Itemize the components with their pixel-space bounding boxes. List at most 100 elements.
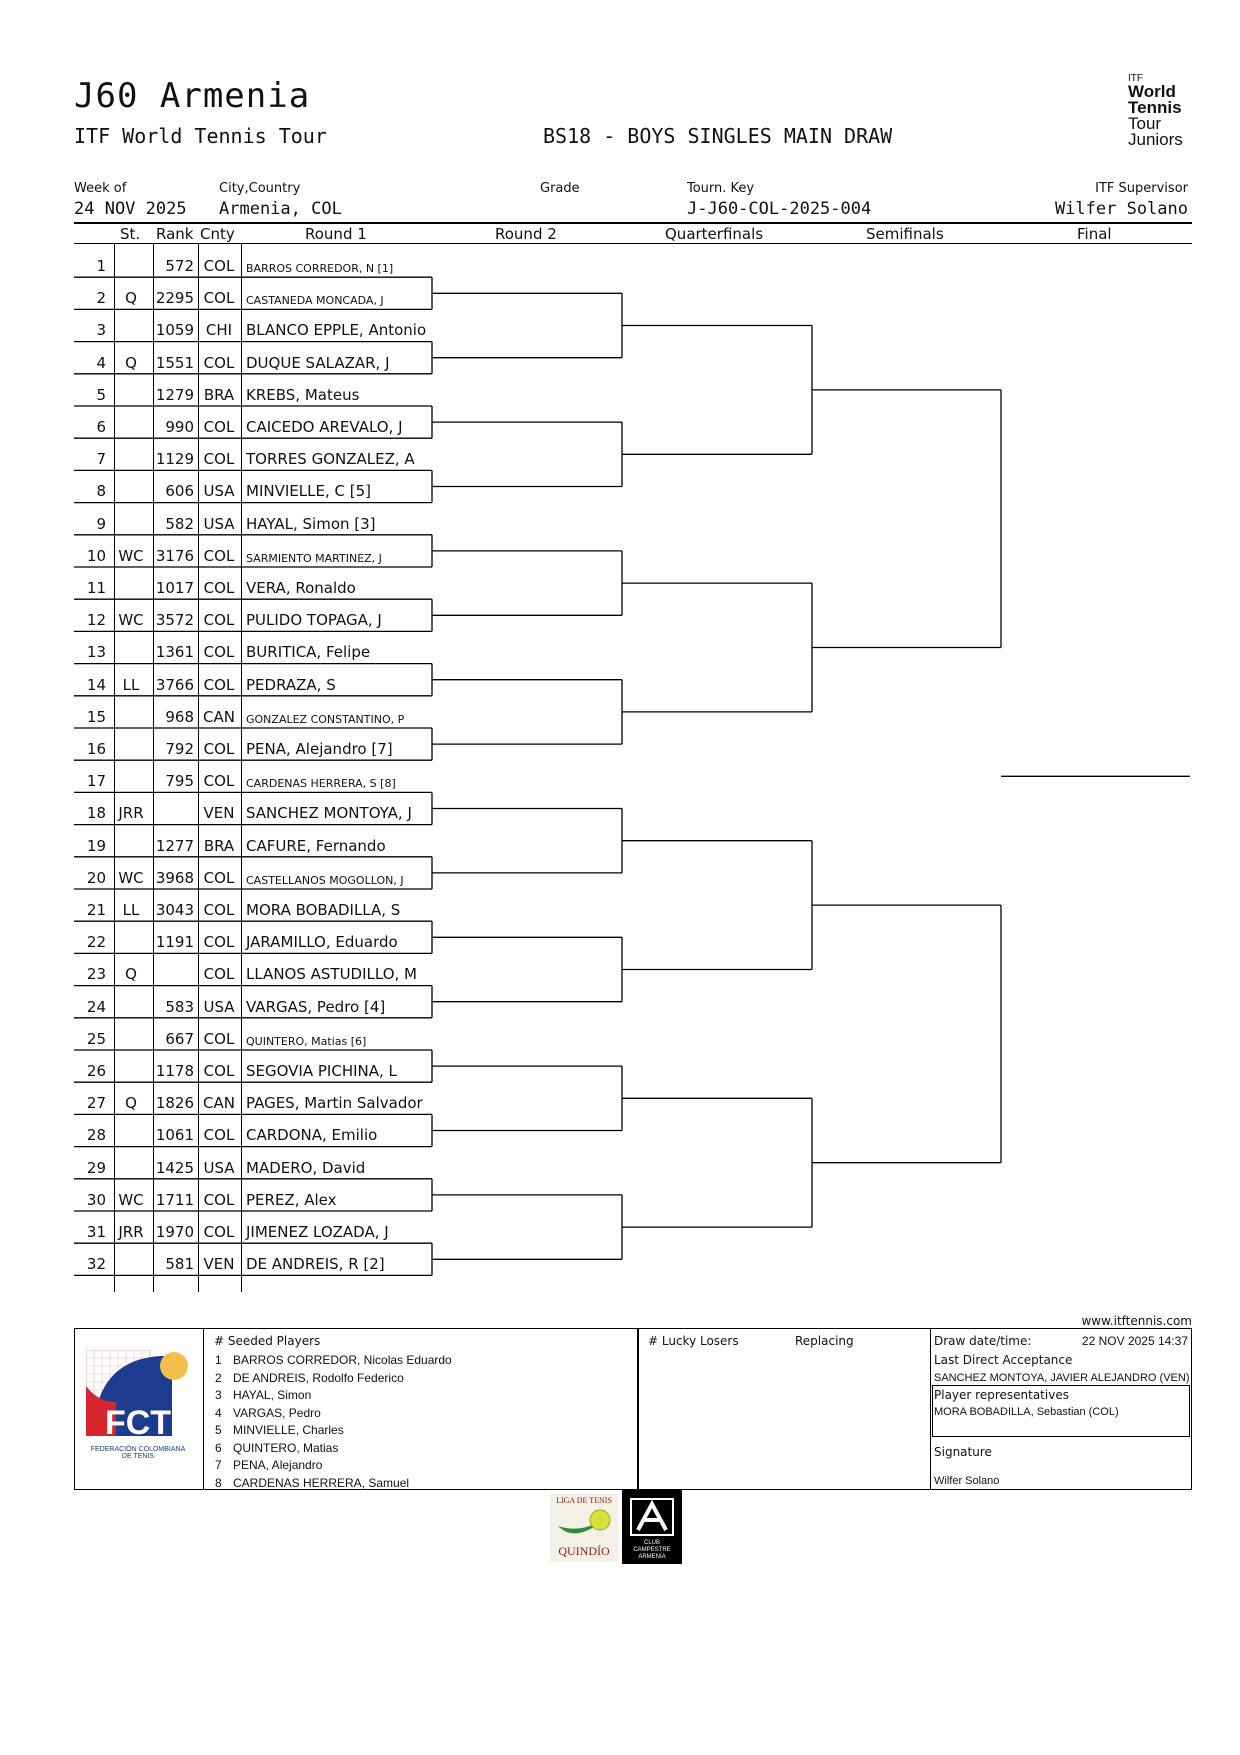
- player-name: BARROS CORREDOR, N [1]: [246, 262, 394, 275]
- player-country: BRA: [203, 836, 235, 855]
- seed-number: 3: [215, 1388, 222, 1402]
- entry-status: WC: [118, 546, 144, 565]
- seed-number: 4: [215, 1405, 222, 1420]
- player-name: MINVIELLE, C [5]: [246, 482, 371, 501]
- draw-position: 5: [96, 385, 106, 404]
- player-rank: 2295: [155, 289, 194, 308]
- supervisor-label: ITF Supervisor: [1095, 181, 1188, 196]
- entry-status: WC: [118, 611, 144, 630]
- seed-row-5: 5 MINVIELLE, Charles: [215, 1423, 344, 1437]
- seed-row-3: 3 HAYAL, Simon: [215, 1388, 311, 1402]
- player-name: SARMIENTO MARTINEZ, J: [246, 551, 382, 565]
- player-rank: 990: [165, 418, 194, 436]
- player-country: CHI: [205, 321, 233, 340]
- city-label: City,Country: [219, 181, 301, 196]
- footer-separator-3: [930, 1328, 931, 1490]
- player-rank: 582: [165, 514, 194, 533]
- player-country: COL: [203, 772, 235, 791]
- player-country: USA: [203, 1158, 235, 1177]
- fct-logo-subtext: FEDERACIÓN COLOMBIANA DE TENIS: [90, 1446, 186, 1460]
- draw-position: 9: [96, 514, 106, 533]
- draw-bracket: [74, 276, 1190, 1277]
- player-name: PEREZ, Alex: [246, 1190, 337, 1209]
- separator-cnty-name: [241, 244, 242, 1292]
- seeded-players-header: # Seeded Players: [214, 1334, 321, 1348]
- player-name: SANCHEZ MONTOYA, J: [246, 804, 412, 823]
- draw-position: 20: [86, 868, 106, 887]
- player-representatives-label: Player representatives: [934, 1388, 1069, 1402]
- col-header-round1: Round 1: [305, 225, 367, 243]
- logo-line-tennis: Tennis: [1128, 98, 1182, 117]
- seed-row-4: 4 VARGAS, Pedro: [215, 1406, 321, 1420]
- player-country: COL: [203, 418, 235, 436]
- player-name: PAGES, Martin Salvador: [246, 1094, 423, 1113]
- week-value: 24 NOV 2025: [74, 199, 187, 219]
- player-country: COL: [203, 643, 235, 662]
- player-name: SEGOVIA PICHINA, L: [246, 1062, 397, 1080]
- player-rank: 968: [165, 707, 194, 726]
- player-country: COL: [203, 933, 235, 952]
- logo-line-juniors: Juniors: [1128, 130, 1183, 149]
- signature-value: Wilfer Solano: [934, 1475, 1000, 1487]
- col-header-round2: Round 2: [495, 225, 557, 243]
- draw-date-value: 22 NOV 2025 14:37: [1081, 1334, 1188, 1348]
- player-country: COL: [203, 546, 235, 565]
- player-name: MORA BOBADILLA, S: [246, 901, 401, 919]
- draw-position: 14: [86, 675, 106, 694]
- entry-status: LL: [122, 675, 140, 694]
- player-rank: 1826: [155, 1094, 194, 1113]
- draw-position: 1: [96, 257, 106, 275]
- player-country: COL: [203, 257, 235, 275]
- player-name: PULIDO TOPAGA, J: [246, 611, 382, 630]
- player-country: COL: [203, 740, 235, 758]
- player-rank: 606: [165, 482, 194, 501]
- player-name: TORRES GONZALEZ, A: [246, 450, 415, 469]
- player-rank: 792: [165, 740, 194, 758]
- player-representatives-box: [932, 1385, 1190, 1437]
- seed-player-name: QUINTERO, Matias: [233, 1440, 339, 1455]
- player-name: QUINTERO, Matias [6]: [246, 1034, 367, 1048]
- header-divider: [74, 222, 1192, 224]
- seed-player-name: MINVIELLE, Charles: [233, 1423, 344, 1437]
- player-name: BLANCO EPPLE, Antonio: [246, 321, 427, 340]
- player-country: CAN: [203, 707, 235, 726]
- draw-position: 18: [86, 804, 106, 823]
- player-rank: 572: [165, 257, 194, 275]
- player-country: COL: [203, 1190, 235, 1209]
- seed-number: 5: [215, 1423, 222, 1437]
- player-country: VEN: [203, 804, 235, 823]
- seed-player-name: CARDENAS HERRERA, Samuel: [233, 1475, 410, 1490]
- itf-website[interactable]: www.itftennis.com: [1081, 1314, 1192, 1328]
- draw-position: 10: [86, 546, 106, 565]
- entry-status: Q: [125, 353, 137, 372]
- separator-st-rank: [153, 244, 154, 1292]
- draw-position: 29: [86, 1158, 106, 1177]
- lucky-losers-header: # Lucky Losers: [648, 1334, 739, 1348]
- player-rank: 3043: [155, 901, 194, 919]
- player-rank: 3176: [155, 546, 194, 565]
- entry-status: JRR: [118, 1223, 144, 1241]
- draw-position: 21: [86, 901, 106, 919]
- draw-row-1: 1 572 COL BARROS CORREDOR, N [1]: [74, 246, 434, 278]
- player-country: BRA: [203, 385, 235, 404]
- week-label: Week of: [74, 181, 127, 196]
- player-country: COL: [203, 868, 235, 887]
- player-country: COL: [203, 1029, 235, 1048]
- seed-number: 2: [215, 1370, 222, 1385]
- supervisor-value: Wilfer Solano: [1054, 199, 1188, 219]
- player-country: COL: [203, 289, 235, 308]
- player-name: MADERO, David: [246, 1158, 366, 1177]
- player-name: VERA, Ronaldo: [246, 579, 356, 597]
- player-rank: 1551: [155, 353, 194, 372]
- seed-player-name: HAYAL, Simon: [233, 1388, 312, 1402]
- player-rank: 1017: [155, 579, 194, 597]
- seed-player-name: VARGAS, Pedro: [233, 1405, 321, 1420]
